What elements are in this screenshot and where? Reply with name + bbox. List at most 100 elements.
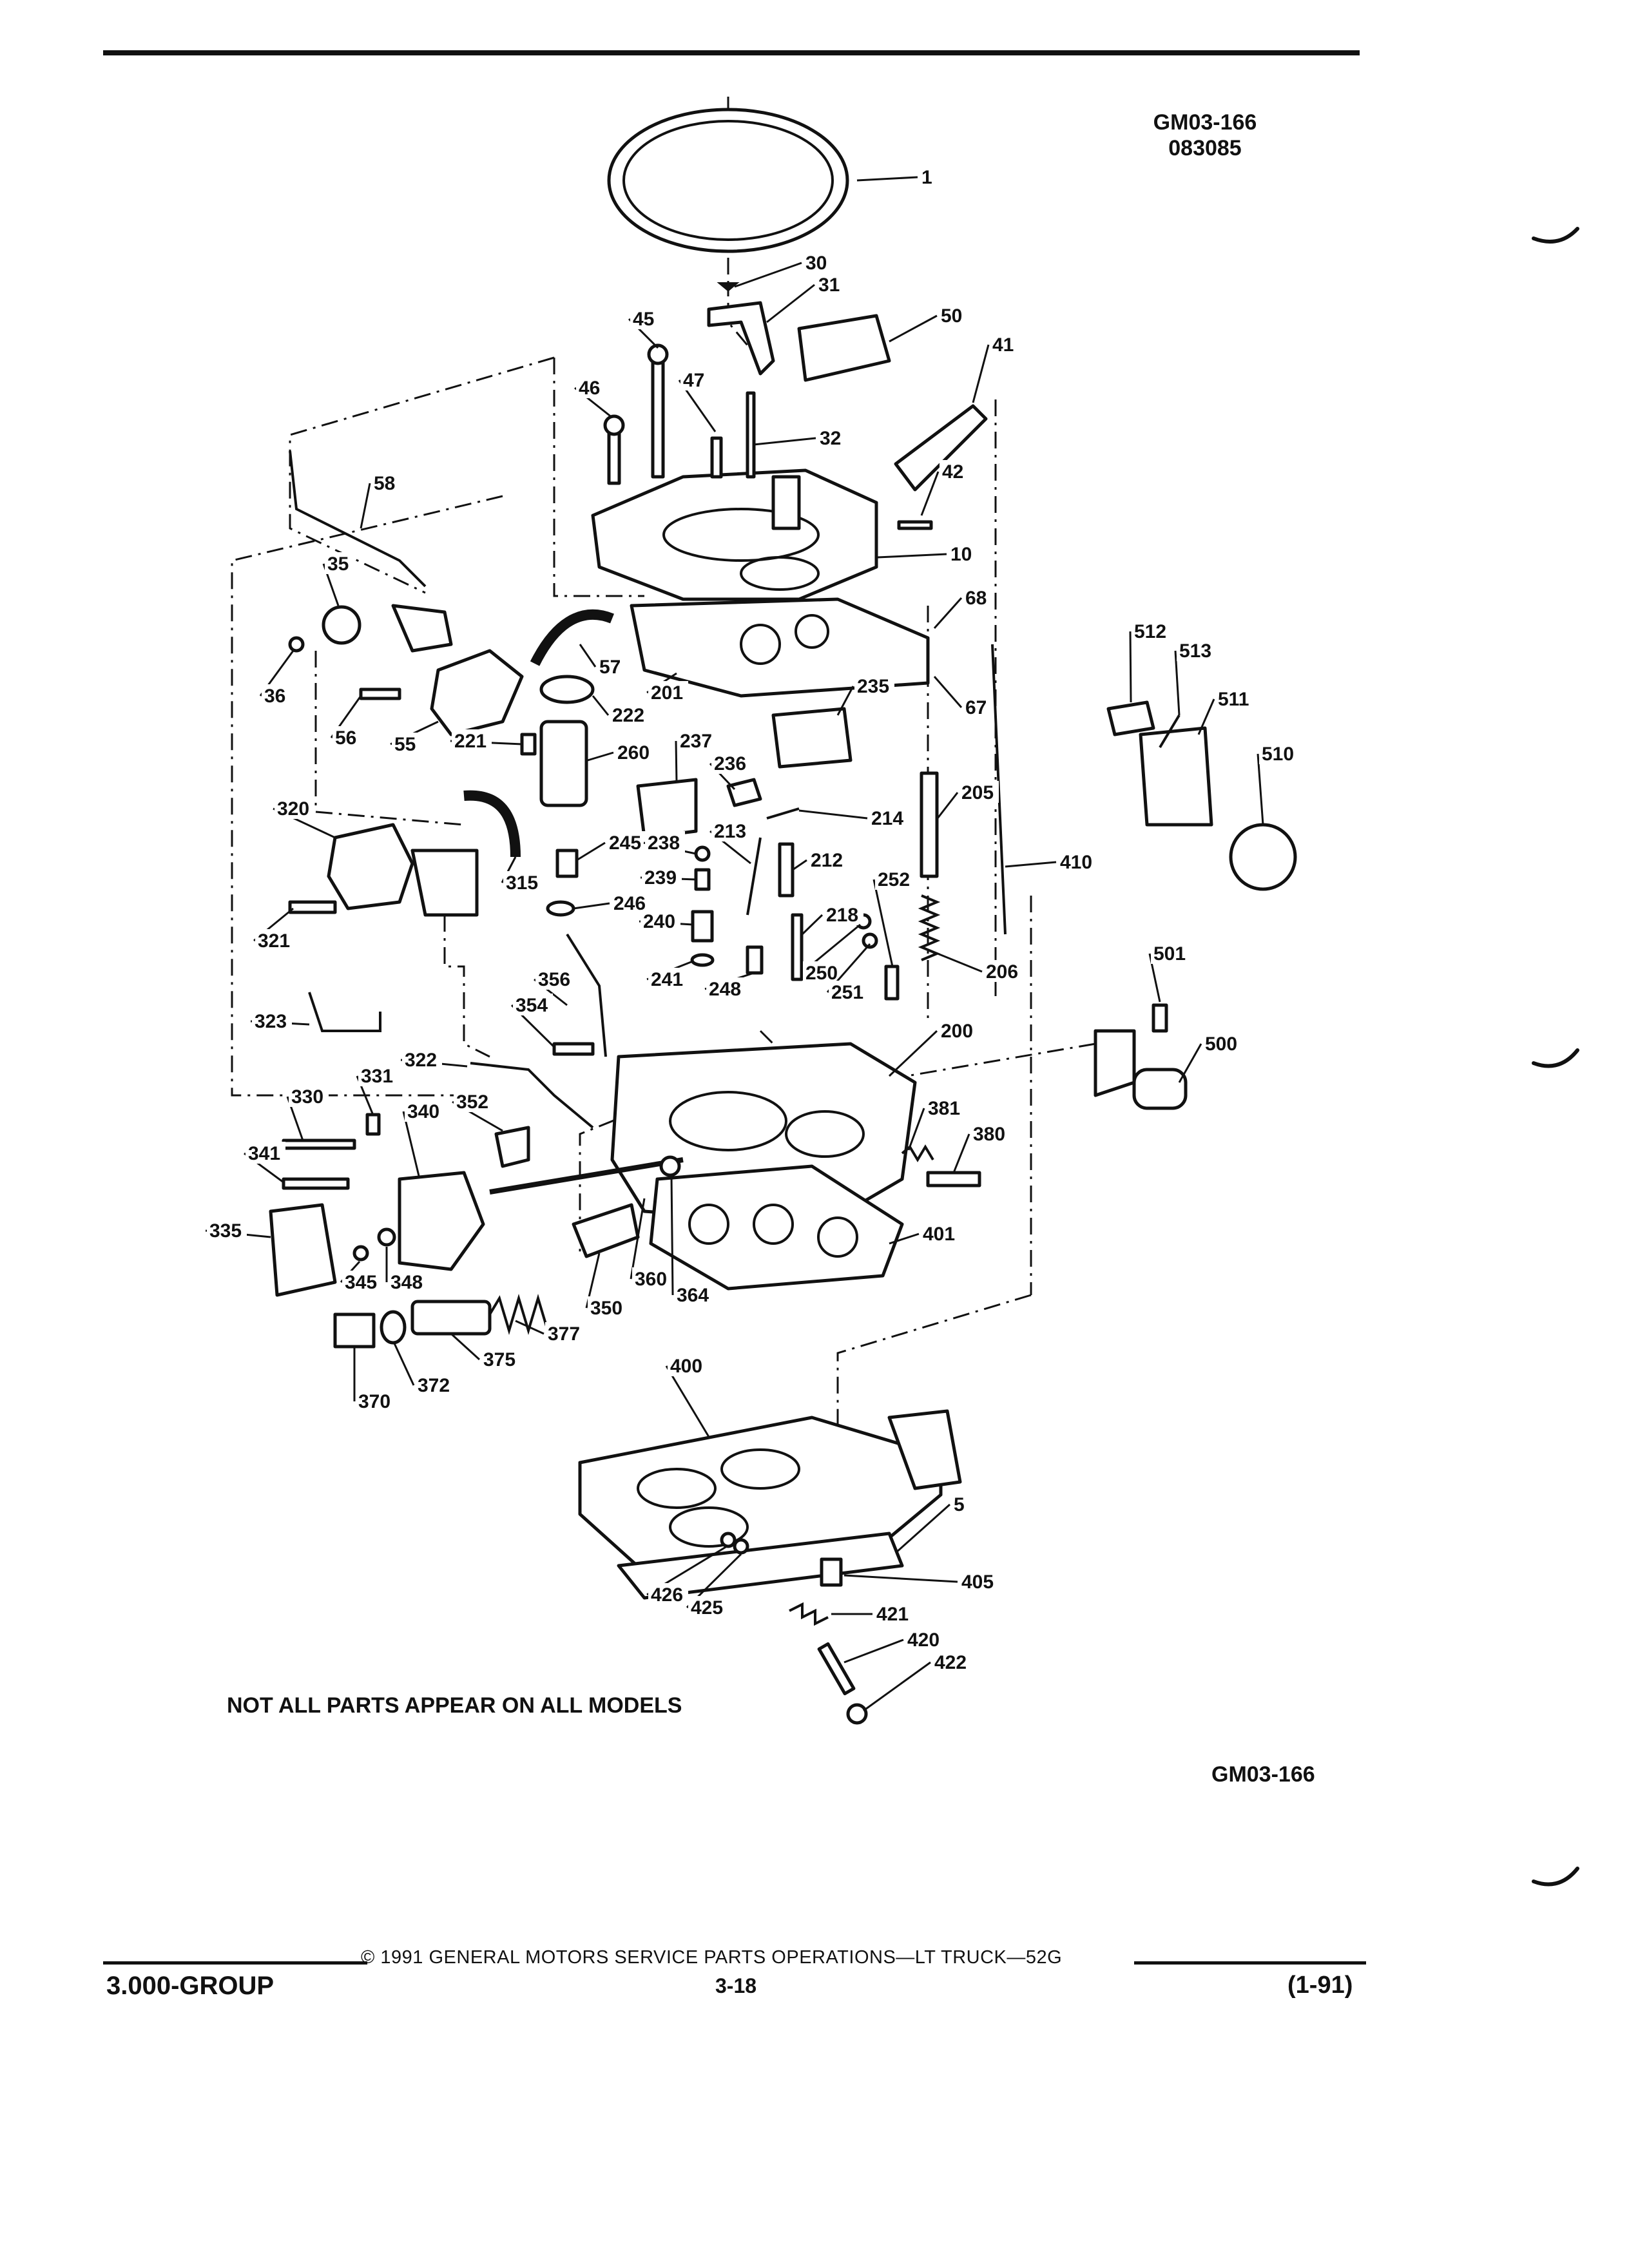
part-513 bbox=[1159, 714, 1181, 749]
callout-bg-240 bbox=[641, 910, 680, 932]
margin-mark bbox=[1532, 1867, 1579, 1887]
callout-bg-381 bbox=[925, 1097, 965, 1119]
callout-bg-350 bbox=[588, 1296, 628, 1318]
hose-part-57 bbox=[530, 609, 614, 666]
rod-part-58 bbox=[289, 450, 427, 588]
callout-36: 36 bbox=[264, 686, 285, 707]
leader-line-67 bbox=[933, 676, 963, 708]
footer-rule-left bbox=[103, 1961, 367, 1965]
pump-lever-part-41 bbox=[894, 404, 988, 492]
hose-part-315 bbox=[463, 790, 521, 858]
callout-238: 238 bbox=[648, 832, 680, 854]
screw-part-321 bbox=[288, 900, 337, 914]
callout-bg-420 bbox=[905, 1628, 945, 1650]
callout-248: 248 bbox=[709, 979, 741, 1000]
screw-part-56 bbox=[359, 687, 401, 700]
leader-line-420 bbox=[843, 1639, 904, 1664]
callout-bg-360 bbox=[632, 1267, 672, 1289]
callout-315: 315 bbox=[506, 872, 538, 894]
callout-bg-250 bbox=[803, 961, 843, 983]
callout-bg-30 bbox=[803, 251, 831, 273]
vacuum-break-part-320 bbox=[327, 823, 414, 910]
callout-bg-241 bbox=[648, 968, 688, 990]
callout-372: 372 bbox=[418, 1375, 450, 1396]
callout-345: 345 bbox=[345, 1272, 377, 1293]
callout-bg-370 bbox=[356, 1390, 396, 1412]
callout-bg-5 bbox=[951, 1493, 968, 1515]
screw-part-45 bbox=[651, 359, 665, 479]
callout-340: 340 bbox=[407, 1101, 439, 1122]
screw-part-221 bbox=[520, 733, 537, 756]
callout-bg-200 bbox=[938, 1019, 978, 1041]
callout-47: 47 bbox=[683, 370, 704, 391]
callout-bg-364 bbox=[674, 1283, 714, 1305]
part-246 bbox=[546, 900, 575, 917]
choke-cover-part-335 bbox=[269, 1203, 337, 1297]
callout-bg-380 bbox=[970, 1122, 1010, 1144]
callout-251: 251 bbox=[831, 982, 863, 1003]
leader-line-235 bbox=[836, 686, 854, 716]
part-239 bbox=[694, 868, 711, 891]
callout-bg-422 bbox=[932, 1651, 972, 1673]
callout-241: 241 bbox=[651, 969, 683, 990]
part-248 bbox=[746, 945, 764, 975]
part-375 bbox=[410, 1300, 492, 1336]
choke-housing-part-340 bbox=[398, 1171, 485, 1271]
callout-bg-50 bbox=[938, 304, 967, 326]
leader-line-372 bbox=[393, 1343, 415, 1386]
leader-line-68 bbox=[933, 597, 963, 629]
callout-425: 425 bbox=[691, 1597, 723, 1619]
callout-201: 201 bbox=[651, 682, 683, 704]
screw-part-36 bbox=[288, 636, 305, 653]
page-number: 3-18 bbox=[715, 1974, 757, 1997]
callout-35: 35 bbox=[327, 553, 349, 575]
callout-bg-46 bbox=[576, 376, 604, 398]
callout-401: 401 bbox=[923, 1224, 955, 1245]
margin-mark bbox=[1532, 227, 1579, 244]
callout-bg-206 bbox=[983, 960, 1023, 982]
callout-bg-42 bbox=[940, 460, 968, 482]
callout-bg-236 bbox=[711, 752, 751, 774]
callout-bg-421 bbox=[874, 1602, 914, 1624]
screw-part-405 bbox=[820, 1557, 843, 1587]
callout-206: 206 bbox=[986, 961, 1018, 983]
doc-code: GM03-166 bbox=[1153, 110, 1257, 135]
rod-part-32 bbox=[746, 391, 756, 479]
rod-part-330 bbox=[282, 1139, 356, 1150]
spring-part-381 bbox=[901, 1144, 934, 1162]
callout-bg-400 bbox=[668, 1354, 708, 1376]
callout-377: 377 bbox=[548, 1323, 580, 1345]
leader-line-5 bbox=[895, 1503, 950, 1554]
callout-bg-354 bbox=[513, 994, 553, 1015]
gasket-part-5 bbox=[617, 1532, 904, 1600]
part-512 bbox=[1106, 700, 1155, 736]
part-372 bbox=[380, 1310, 407, 1345]
callout-400: 400 bbox=[670, 1356, 702, 1377]
part-241 bbox=[690, 953, 715, 967]
leader-line-381 bbox=[907, 1108, 925, 1151]
callout-510: 510 bbox=[1262, 744, 1294, 765]
callout-bg-352 bbox=[454, 1090, 494, 1112]
callout-50: 50 bbox=[941, 305, 962, 327]
part-426 bbox=[720, 1532, 737, 1548]
part-352 bbox=[494, 1126, 530, 1168]
callout-30: 30 bbox=[805, 253, 827, 274]
callout-1: 1 bbox=[921, 167, 932, 188]
callout-512: 512 bbox=[1134, 621, 1166, 642]
callout-236: 236 bbox=[714, 753, 746, 774]
callout-330: 330 bbox=[291, 1086, 323, 1108]
part-235 bbox=[771, 707, 853, 769]
callout-354: 354 bbox=[516, 995, 548, 1016]
callout-bg-315 bbox=[503, 871, 543, 893]
callout-321: 321 bbox=[258, 930, 290, 952]
callout-bg-252 bbox=[875, 868, 915, 890]
leader-line-245 bbox=[576, 841, 606, 861]
callout-237: 237 bbox=[680, 731, 712, 752]
leader-line-41 bbox=[972, 344, 990, 403]
part-237 bbox=[636, 778, 698, 840]
callout-bg-330 bbox=[289, 1085, 329, 1107]
callout-348: 348 bbox=[390, 1272, 423, 1293]
top-rule bbox=[103, 50, 1360, 55]
callout-bg-239 bbox=[642, 866, 682, 888]
gasket-ring-part-1 bbox=[607, 108, 849, 253]
